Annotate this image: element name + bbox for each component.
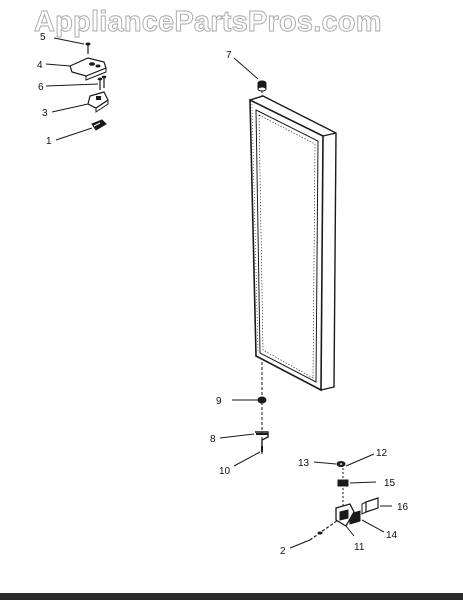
callout-8: 8 — [210, 434, 216, 445]
bottom-hinge-assembly — [289, 453, 392, 549]
callout-14: 14 — [386, 530, 398, 541]
callout-2: 2 — [280, 546, 286, 557]
callout-15: 15 — [384, 478, 396, 489]
callout-16: 16 — [397, 502, 409, 513]
callout-4: 4 — [37, 60, 43, 71]
callout-11: 11 — [354, 542, 365, 553]
callout-13: 13 — [298, 458, 310, 469]
callout-12: 12 — [376, 448, 388, 459]
callout-5: 5 — [40, 32, 46, 43]
callout-10: 10 — [219, 466, 231, 477]
bottom-border-bar — [0, 593, 463, 600]
watermark-text: AppliancePartsPros.com — [34, 6, 382, 39]
bottom-hinge-pin-parts — [219, 362, 269, 467]
callout-9: 9 — [216, 396, 222, 407]
callout-3: 3 — [42, 108, 48, 119]
callout-labels: 5 4 6 3 1 7 9 8 10 13 12 15 16 14 11 2 — [37, 32, 409, 557]
callout-6: 6 — [38, 82, 44, 93]
callout-1: 1 — [46, 136, 52, 147]
callout-7: 7 — [226, 50, 232, 61]
top-hinge-assembly — [45, 37, 109, 141]
part-7-top-bushing — [233, 57, 267, 98]
door-panel — [249, 95, 337, 392]
